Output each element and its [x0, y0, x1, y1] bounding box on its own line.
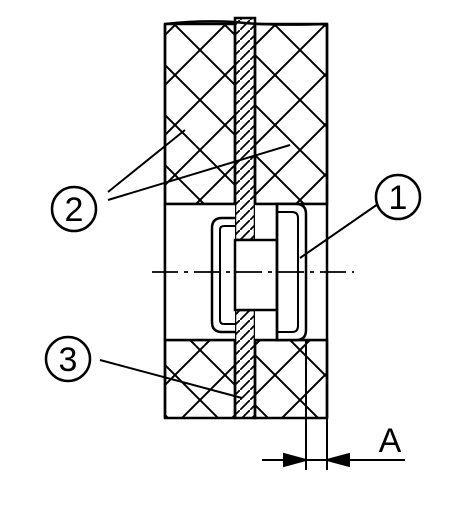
break-line-top [164, 20, 328, 26]
left-bush [210, 216, 235, 334]
dimension-a [262, 340, 405, 470]
callout-circle-1 [374, 173, 422, 221]
callout-circle-3 [44, 335, 92, 383]
leader-lines [99, 129, 379, 399]
left-insulation-board [163, 22, 237, 420]
callout-circle-2 [50, 185, 98, 233]
callout-label-3: 3 [59, 341, 78, 379]
callout-label-1: 1 [389, 179, 408, 217]
middle-layer [233, 16, 257, 420]
dimension-label-a: A [379, 422, 402, 460]
callout-label-2: 2 [65, 191, 84, 229]
